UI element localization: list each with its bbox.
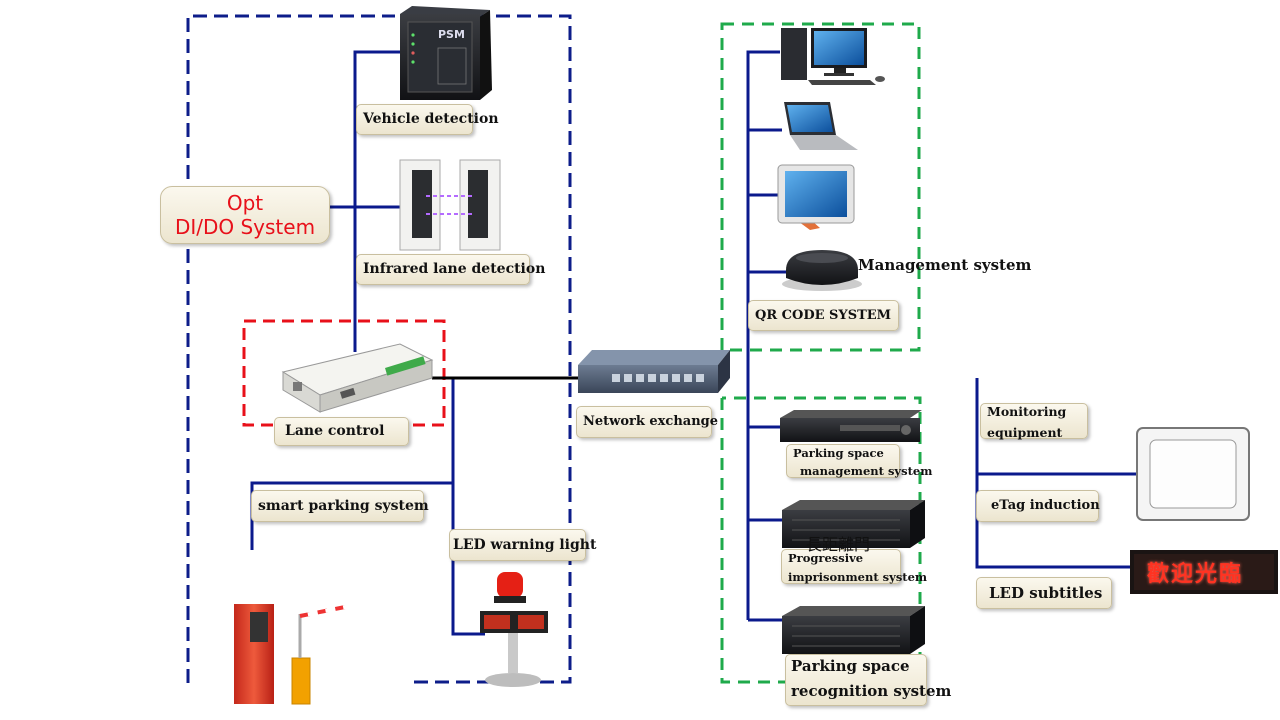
- label-parking-space-management: Parking space management system: [786, 444, 933, 478]
- label-progressive-line1: Progressive: [788, 551, 864, 565]
- vehicle-detector-icon: PSM: [400, 6, 492, 100]
- warning-light-icon: [480, 572, 548, 687]
- tablet-icon: [777, 164, 855, 230]
- lane-controller-icon: [281, 343, 434, 413]
- rack-server-icon: [782, 606, 925, 654]
- label-parking-recognition-line1: Parking space: [791, 657, 910, 675]
- label-monitoring-equipment: Monitoring equipment: [980, 403, 1088, 439]
- desktop-computer-icon: [781, 28, 885, 85]
- label-parking-space-recognition: Parking space recognition system: [785, 654, 952, 706]
- green-dashed-group-top: [720, 22, 921, 352]
- label-etag-induction: eTag induction: [976, 490, 1100, 522]
- opt-system-title: Opt DI/DO System: [160, 186, 330, 244]
- vehicle-detector-brand: PSM: [438, 28, 465, 41]
- label-smart-parking-system: smart parking system: [251, 490, 429, 522]
- label-lane-control: Lane control: [274, 417, 409, 446]
- label-management-system: Management system: [858, 256, 1032, 274]
- opt-title-line2: DI/DO System: [174, 215, 316, 239]
- dvr-recorder-icon: [780, 410, 922, 442]
- label-network-exchange: Network exchange: [576, 406, 718, 438]
- parking-gate-icon: [234, 604, 351, 705]
- rack-server-icon: [782, 500, 925, 548]
- led-sign-icon: [1130, 550, 1278, 594]
- network-switch-icon: [578, 350, 730, 393]
- label-parking-space-management-line2: management system: [800, 464, 933, 478]
- label-monitoring-line2: equipment: [987, 425, 1063, 440]
- label-qr-code-system: QR CODE SYSTEM: [748, 300, 899, 331]
- long-distance-door-text: 長距離門: [806, 535, 871, 554]
- label-progressive-imprisonment: Progressive imprisonment system: [781, 549, 928, 584]
- led-display-text: 歡迎光臨: [1147, 562, 1244, 587]
- qr-scanner-icon: [782, 250, 862, 291]
- label-vehicle-detection: Vehicle detection: [356, 104, 499, 135]
- label-parking-recognition-line2: recognition system: [791, 682, 952, 700]
- label-led-subtitles: LED subtitles: [976, 577, 1112, 609]
- infrared-sensor-icon: [399, 159, 501, 251]
- label-progressive-line2: imprisonment system: [788, 570, 928, 584]
- opt-title-line1: Opt: [226, 191, 264, 215]
- blue-connection-lines: [250, 50, 1138, 636]
- monitoring-box-icon: [1136, 427, 1250, 521]
- label-led-warning-light: LED warning light: [449, 529, 596, 561]
- label-parking-space-management-line1: Parking space: [793, 446, 884, 460]
- label-infrared-lane-detection: Infrared lane detection: [356, 254, 545, 285]
- laptop-icon: [784, 102, 858, 150]
- label-monitoring-line1: Monitoring: [987, 404, 1067, 419]
